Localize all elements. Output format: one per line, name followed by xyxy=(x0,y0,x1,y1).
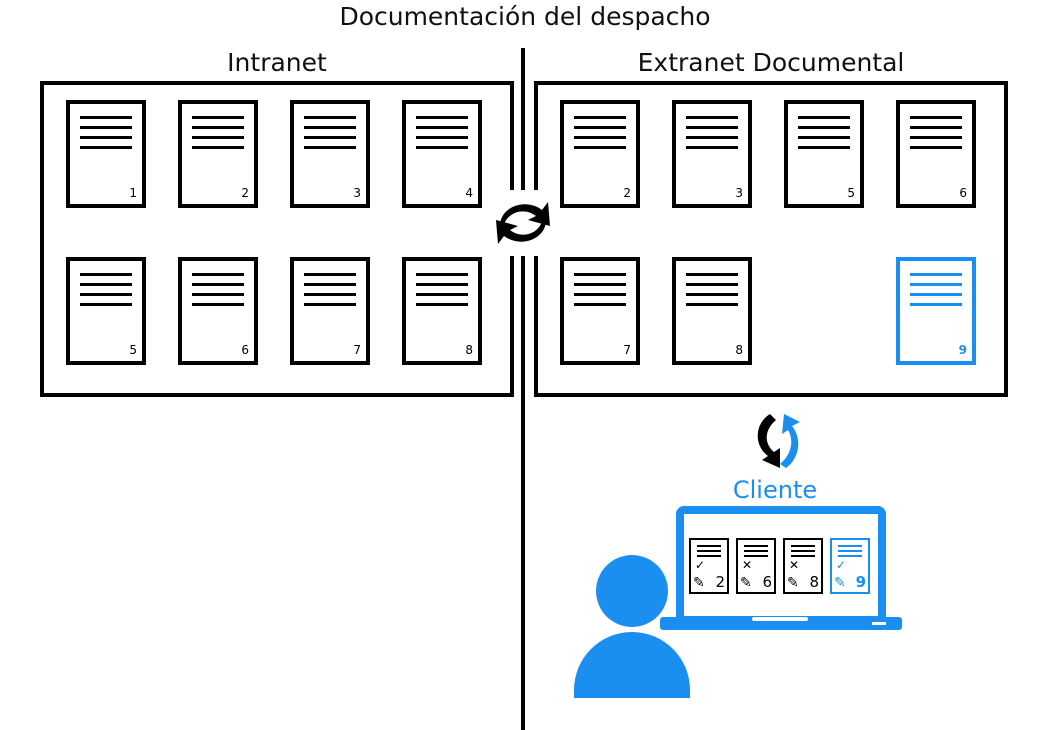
document-number: 9 xyxy=(958,343,967,357)
document-number: 9 xyxy=(855,573,866,591)
document-number: 3 xyxy=(353,186,361,200)
document-number: 7 xyxy=(623,343,631,357)
document: 5 xyxy=(784,100,864,208)
document-number: 2 xyxy=(241,186,249,200)
document-number: 7 xyxy=(353,343,361,357)
client-document[interactable]: ✓ ✎ 2 xyxy=(689,538,729,594)
document-number: 6 xyxy=(959,186,967,200)
pencil-icon: ✎ xyxy=(834,575,846,591)
document-number: 6 xyxy=(762,573,772,591)
cross-icon: ✕ xyxy=(789,558,800,572)
divider xyxy=(521,48,525,730)
document-number: 5 xyxy=(847,186,855,200)
document-number: 3 xyxy=(735,186,743,200)
user-icon-body xyxy=(574,632,690,698)
document: 2 xyxy=(560,100,640,208)
diagram-title: Documentación del despacho xyxy=(339,2,711,31)
sync-client-icon xyxy=(750,410,814,472)
client-document[interactable]: ✕ ✎ 6 xyxy=(736,538,776,594)
document-number: 1 xyxy=(129,186,137,200)
document-number: 8 xyxy=(809,573,819,591)
document-number: 8 xyxy=(465,343,473,357)
document: 6 xyxy=(896,100,976,208)
extranet-label: Extranet Documental xyxy=(637,48,905,77)
document: 6 xyxy=(178,257,258,365)
sync-icon xyxy=(490,190,556,256)
document: 7 xyxy=(290,257,370,365)
document: 4 xyxy=(402,100,482,208)
pencil-icon: ✎ xyxy=(740,575,752,591)
document-number: 4 xyxy=(465,186,473,200)
cross-icon: ✕ xyxy=(742,558,753,572)
document: 8 xyxy=(672,257,752,365)
document-number: 6 xyxy=(241,343,249,357)
document: 8 xyxy=(402,257,482,365)
document-number: 2 xyxy=(715,573,725,591)
client-label: Cliente xyxy=(732,476,818,504)
client-document[interactable]: ✕ ✎ 8 xyxy=(783,538,823,594)
document: 9 xyxy=(896,257,976,365)
user-icon-head xyxy=(596,555,668,627)
check-icon: ✓ xyxy=(836,558,847,572)
pencil-icon: ✎ xyxy=(693,575,705,591)
document: 3 xyxy=(290,100,370,208)
check-icon: ✓ xyxy=(695,558,706,572)
document: 2 xyxy=(178,100,258,208)
document: 7 xyxy=(560,257,640,365)
document-number: 5 xyxy=(129,343,137,357)
document: 5 xyxy=(66,257,146,365)
document: 1 xyxy=(66,100,146,208)
client-document[interactable]: ✓ ✎ 9 xyxy=(830,538,870,594)
document-number: 2 xyxy=(623,186,631,200)
pencil-icon: ✎ xyxy=(787,575,799,591)
document: 3 xyxy=(672,100,752,208)
intranet-label: Intranet xyxy=(227,48,327,77)
laptop-base xyxy=(660,617,902,630)
document-number: 8 xyxy=(735,343,743,357)
